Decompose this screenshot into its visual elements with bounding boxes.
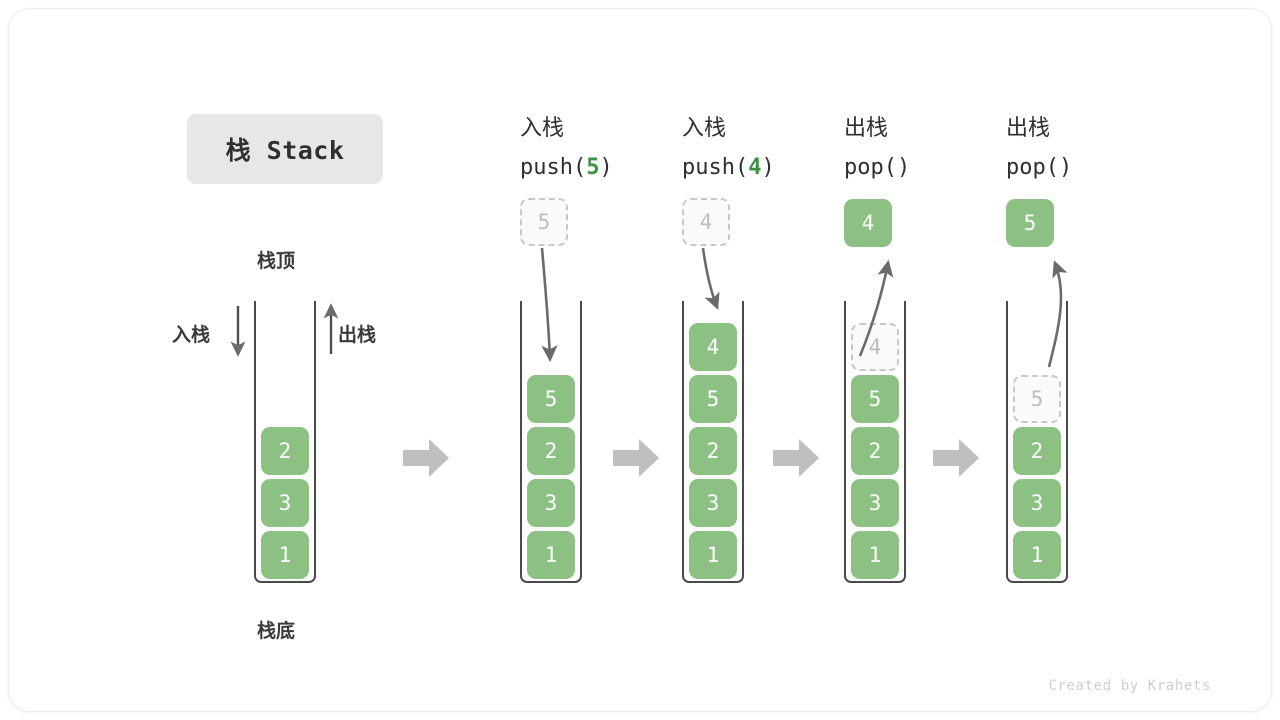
diagram-title-text: 栈 Stack (225, 136, 345, 165)
column-header-pop-4: 出栈 pop() (844, 109, 1024, 187)
stack-container-initial (254, 301, 316, 583)
stack-item: 3 (261, 479, 309, 527)
column-header-op: pop() (844, 148, 1024, 187)
popped-box: 5 (1006, 199, 1054, 247)
column-header-op: push(4) (682, 148, 862, 187)
push-direction-label: 入栈 (172, 324, 211, 346)
op-suffix: ) (761, 155, 775, 180)
diagram-card: 栈 Stack 栈顶 栈底 入栈 出栈 入栈 push(5) 入栈 push(4… (8, 8, 1272, 712)
stack-item: 3 (527, 479, 575, 527)
stack-item: 1 (1013, 531, 1061, 579)
op-name: push( (682, 155, 749, 180)
stack-container-pop-5 (1006, 301, 1068, 583)
op-name: push( (520, 155, 587, 180)
diagram-stage: 栈 Stack 栈顶 栈底 入栈 出栈 入栈 push(5) 入栈 push(4… (9, 9, 1271, 711)
stack-item-removed: 4 (851, 323, 899, 371)
transition-arrow-icon (933, 437, 979, 479)
column-header-cn: 出栈 (844, 116, 889, 141)
stack-item: 3 (851, 479, 899, 527)
pop-direction-label: 出栈 (338, 324, 377, 346)
stack-item: 3 (689, 479, 737, 527)
stack-item: 2 (527, 427, 575, 475)
stack-item: 5 (851, 375, 899, 423)
op-arg: 5 (586, 155, 600, 180)
transition-arrow-icon (613, 437, 659, 479)
transition-arrow-icon (403, 437, 449, 479)
stack-item: 5 (527, 375, 575, 423)
stack-item: 5 (689, 375, 737, 423)
push-flow-arrow-4 (701, 247, 720, 310)
incoming-box: 4 (682, 198, 730, 246)
stack-item: 1 (851, 531, 899, 579)
column-header-op: pop() (1006, 148, 1186, 187)
column-header-push-4: 入栈 push(4) (682, 109, 862, 187)
stack-item: 2 (851, 427, 899, 475)
stack-item: 3 (1013, 479, 1061, 527)
stack-item: 1 (689, 531, 737, 579)
popped-box: 4 (844, 199, 892, 247)
column-header-cn: 入栈 (682, 116, 727, 141)
incoming-box: 5 (520, 198, 568, 246)
stack-item: 1 (261, 531, 309, 579)
stack-container-push-4 (682, 301, 744, 583)
stack-item: 2 (261, 427, 309, 475)
op-suffix: ) (1058, 155, 1073, 180)
op-arg: 4 (748, 155, 762, 180)
diagram-title-badge: 栈 Stack (187, 114, 383, 184)
column-header-cn: 入栈 (520, 116, 565, 141)
stack-container-pop-4 (844, 301, 906, 583)
stack-item: 2 (689, 427, 737, 475)
stack-item: 2 (1013, 427, 1061, 475)
stack-top-label: 栈顶 (257, 250, 296, 272)
stack-item: 4 (689, 323, 737, 371)
stack-container-push-5 (520, 301, 582, 583)
stack-item-removed: 5 (1013, 375, 1061, 423)
stack-bottom-label: 栈底 (257, 620, 296, 642)
column-header-push-5: 入栈 push(5) (520, 109, 700, 187)
stack-item: 1 (527, 531, 575, 579)
column-header-cn: 出栈 (1006, 116, 1051, 141)
op-suffix: ) (599, 155, 613, 180)
transition-arrow-icon (773, 437, 819, 479)
footer-credit: Created by Krahets (1048, 678, 1211, 694)
op-name: pop( (1006, 155, 1059, 180)
column-header-pop-5: 出栈 pop() (1006, 109, 1186, 187)
op-name: pop( (844, 155, 897, 180)
op-suffix: ) (896, 155, 911, 180)
column-header-op: push(5) (520, 148, 700, 187)
